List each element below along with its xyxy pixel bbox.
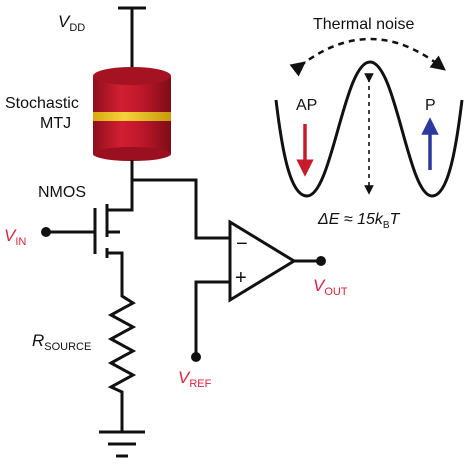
vref-label: VREF xyxy=(178,368,212,390)
opamp-minus-sign: − xyxy=(236,233,248,255)
vdd-rail xyxy=(118,6,146,68)
double-well-curve xyxy=(274,60,464,198)
thermal-noise-label: Thermal noise xyxy=(313,16,414,33)
op-amp xyxy=(194,219,318,355)
vout-label: VOUT xyxy=(313,276,348,298)
mtj-label-line2: MTJ xyxy=(40,115,71,132)
opamp-plus-sign: + xyxy=(235,267,247,289)
p-label: P xyxy=(425,97,436,114)
mtj-label-line1: Stochastic xyxy=(5,95,79,112)
mtj-cylinder xyxy=(93,67,171,161)
vout-terminal xyxy=(316,256,326,266)
drain-wire xyxy=(105,160,230,240)
nmos-label: NMOS xyxy=(38,184,86,201)
vin-label: VIN xyxy=(4,226,26,248)
rsource-label: RSOURCE xyxy=(32,331,91,353)
nmos-transistor xyxy=(48,204,124,282)
mtj-tunnel-barrier xyxy=(93,112,171,121)
vref-terminal xyxy=(191,352,201,362)
source-resistor xyxy=(107,282,137,432)
energy-barrier-label: ΔE ≈ 15kBT xyxy=(317,211,401,231)
ap-label: AP xyxy=(296,97,317,114)
curved-double-arrow-icon xyxy=(289,37,446,77)
ground-symbol xyxy=(99,430,145,458)
vin-terminal xyxy=(41,227,51,237)
vdd-label: VDD xyxy=(58,12,85,34)
